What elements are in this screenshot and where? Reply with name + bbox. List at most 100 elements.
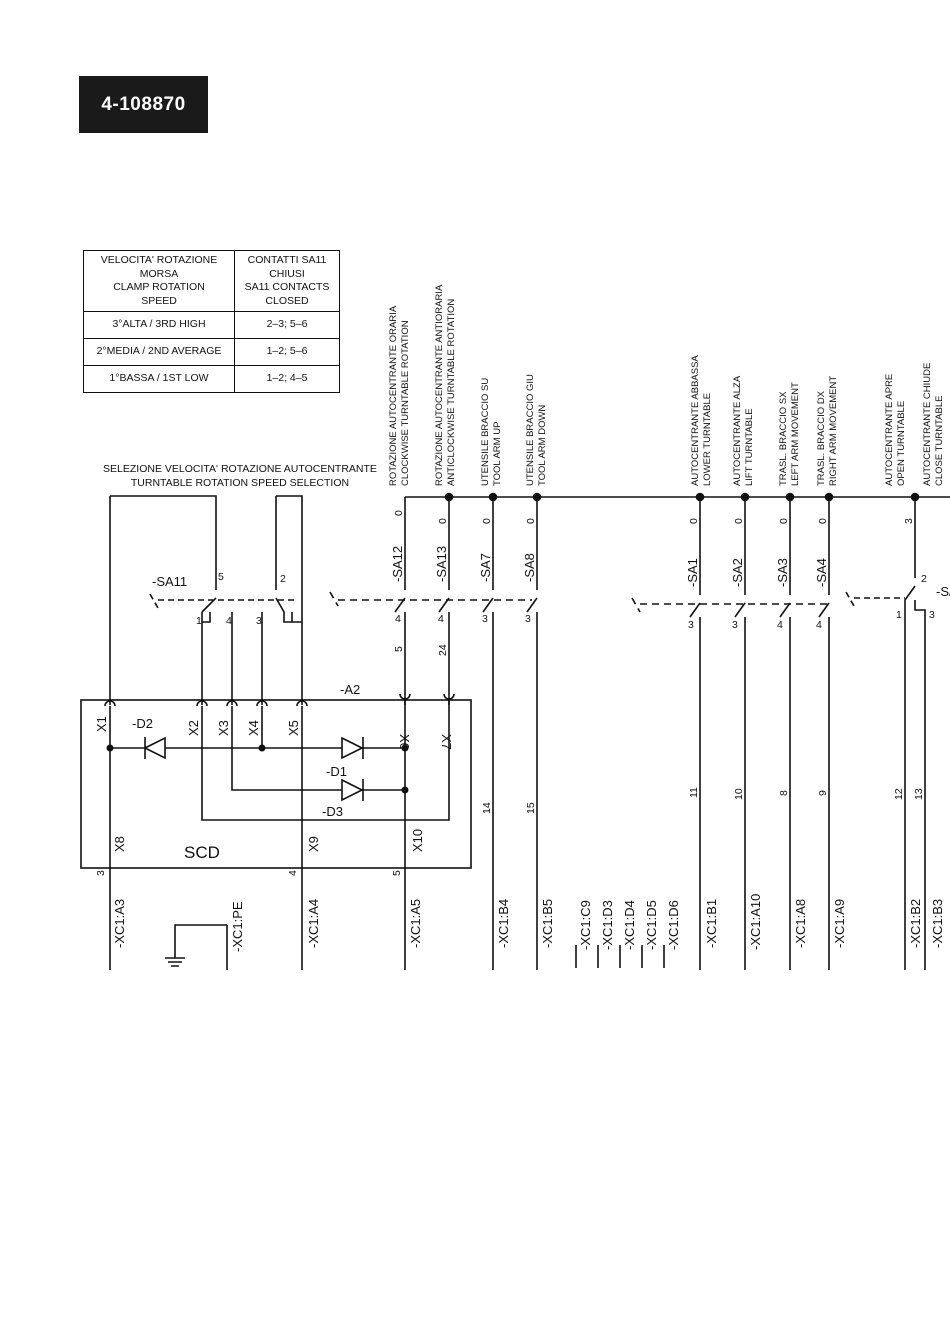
wire-label: 0 — [525, 518, 537, 524]
module-pins: X1 X2 X3 X4 X5 X6 X7 X8 X9 X10 — [94, 716, 454, 852]
svg-text:3: 3 — [688, 619, 694, 631]
svg-text:-D1: -D1 — [326, 764, 347, 779]
column-sa8: -SA8 3 15 — [522, 492, 542, 970]
function-label-en: CLOSE TURNTABLE — [934, 396, 945, 486]
svg-text:4: 4 — [287, 870, 299, 876]
terminal-wires — [109, 868, 406, 970]
svg-text:-XC1:A3: -XC1:A3 — [112, 899, 127, 948]
svg-text:-XC1:D3: -XC1:D3 — [600, 900, 615, 950]
scd-module-box — [80, 699, 472, 869]
svg-text:-SA1: -SA1 — [685, 558, 700, 587]
internal-wire — [109, 700, 450, 868]
pin-connectors — [104, 693, 455, 707]
svg-text:9: 9 — [817, 790, 829, 796]
wire-label: 2 — [280, 573, 286, 585]
column-sa7: -SA7 3 14 — [478, 492, 498, 970]
svg-text:12: 12 — [893, 788, 905, 800]
cell-speed: 2°MEDIA / 2ND AVERAGE — [83, 338, 235, 366]
svg-text:-XC1:B4: -XC1:B4 — [496, 899, 511, 948]
module-ref: -A2 — [340, 682, 360, 697]
table-row: 1°BASSA / 1ST LOW 1–2; 4–5 — [83, 365, 340, 393]
cell-speed: 1°BASSA / 1ST LOW — [83, 365, 235, 393]
svg-text:X3: X3 — [216, 720, 231, 736]
function-label-it: UTENSILE BRACCIO GIU — [525, 374, 536, 486]
svg-text:3: 3 — [903, 518, 915, 524]
svg-text:3: 3 — [95, 870, 107, 876]
svg-text:3: 3 — [482, 613, 488, 625]
cell-contacts: 1–2; 4–5 — [234, 365, 340, 393]
svg-text:3: 3 — [525, 613, 531, 625]
svg-text:1: 1 — [896, 609, 902, 621]
switch-actuator — [329, 591, 532, 607]
function-label-en: OPEN TURNTABLE — [896, 401, 907, 486]
svg-text:15: 15 — [525, 802, 537, 814]
speed-selection-table: VELOCITA' ROTAZIONE MORSA CLAMP ROTATION… — [83, 250, 340, 393]
header-contacts: CONTATTI SA11 CHIUSI SA11 CONTACTS CLOSE… — [234, 250, 340, 312]
svg-text:-XC1:B3: -XC1:B3 — [930, 899, 945, 948]
column-sa1: -SA1 3 11 — [685, 492, 705, 970]
svg-text:-SA7: -SA7 — [478, 553, 493, 582]
wire-label: 0 — [688, 518, 700, 524]
selector-caption-en: TURNTABLE ROTATION SPEED SELECTION — [131, 477, 349, 489]
svg-text:13: 13 — [913, 788, 925, 800]
svg-text:11: 11 — [688, 787, 700, 798]
function-label-en: LEFT ARM MOVEMENT — [790, 382, 801, 486]
function-labels: ROTAZIONE AUTOCENTRANTE ORARIA CLOCKWISE… — [388, 284, 945, 486]
selector-caption-it: SELEZIONE VELOCITA' ROTAZIONE AUTOCENTRA… — [103, 463, 377, 475]
svg-text:-XC1:B2: -XC1:B2 — [908, 899, 923, 948]
wire-label: 5 — [218, 571, 224, 583]
junction-dots — [106, 744, 409, 794]
svg-text:-XC1:D4: -XC1:D4 — [622, 900, 637, 950]
function-label-en: ANTICLOCKWISE TURNTABLE ROTATION — [446, 299, 457, 486]
svg-text:X1: X1 — [94, 716, 109, 732]
column-sa13: -SA13 4 24 — [434, 492, 454, 705]
document-number-badge: 4-108870 — [79, 76, 208, 133]
terminal-labels: -XC1:A3 -XC1:PE -XC1:A4 -XC1:A5 -XC1:B4 … — [112, 894, 945, 952]
function-label-en: TOOL ARM DOWN — [537, 405, 548, 486]
function-label-en: LOWER TURNTABLE — [702, 393, 713, 486]
svg-text:-XC1:A10: -XC1:A10 — [748, 894, 763, 950]
column-sa3: -SA3 4 8 — [775, 492, 795, 970]
wire-label: 0 — [437, 518, 449, 524]
switch-actuator — [845, 591, 905, 607]
svg-text:5: 5 — [391, 870, 403, 876]
table-row: 3°ALTA / 3RD HIGH 2–3; 5–6 — [83, 311, 340, 339]
svg-text:X9: X9 — [306, 836, 321, 852]
function-label-en: TOOL ARM UP — [492, 422, 503, 486]
wire-label: 4 — [226, 615, 232, 627]
svg-text:-SA3: -SA3 — [775, 558, 790, 587]
wire — [109, 495, 217, 705]
svg-text:3: 3 — [929, 609, 935, 621]
svg-text:X10: X10 — [410, 829, 425, 852]
svg-text:-XC1:D5: -XC1:D5 — [644, 900, 659, 950]
switch-sa11-contacts — [201, 585, 302, 705]
svg-text:-XC1:C9: -XC1:C9 — [578, 900, 593, 950]
column-open-close: -S/ 3 2 1 3 12 13 — [893, 492, 950, 970]
column-sa2: -SA2 3 10 — [730, 492, 750, 970]
svg-text:X4: X4 — [246, 720, 261, 736]
function-label-it: AUTOCENTRANTE APRE — [884, 374, 895, 486]
cell-contacts: 2–3; 5–6 — [234, 311, 340, 339]
svg-text:4: 4 — [816, 619, 822, 631]
svg-text:4: 4 — [395, 613, 401, 625]
switch-actuator — [631, 597, 830, 613]
wire-label: 0 — [481, 518, 493, 524]
svg-text:X5: X5 — [286, 720, 301, 736]
svg-text:-XC1:A8: -XC1:A8 — [793, 899, 808, 948]
wire — [275, 495, 303, 705]
svg-text:-S/: -S/ — [936, 584, 950, 599]
svg-text:14: 14 — [481, 802, 493, 814]
svg-text:-SA13: -SA13 — [434, 546, 449, 582]
svg-text:4: 4 — [438, 613, 444, 625]
svg-text:5: 5 — [393, 646, 405, 652]
svg-text:-D2: -D2 — [132, 716, 153, 731]
diode-d2: -D2 — [132, 716, 166, 760]
svg-text:3: 3 — [732, 619, 738, 631]
function-label-it: ROTAZIONE AUTOCENTRANTE ORARIA — [388, 305, 399, 486]
wire-label: 0 — [778, 518, 790, 524]
wire-label: 1 — [196, 615, 202, 627]
column-sa4: -SA4 4 9 — [814, 492, 834, 970]
svg-text:8: 8 — [778, 790, 790, 796]
svg-text:-SA12: -SA12 — [390, 546, 405, 582]
